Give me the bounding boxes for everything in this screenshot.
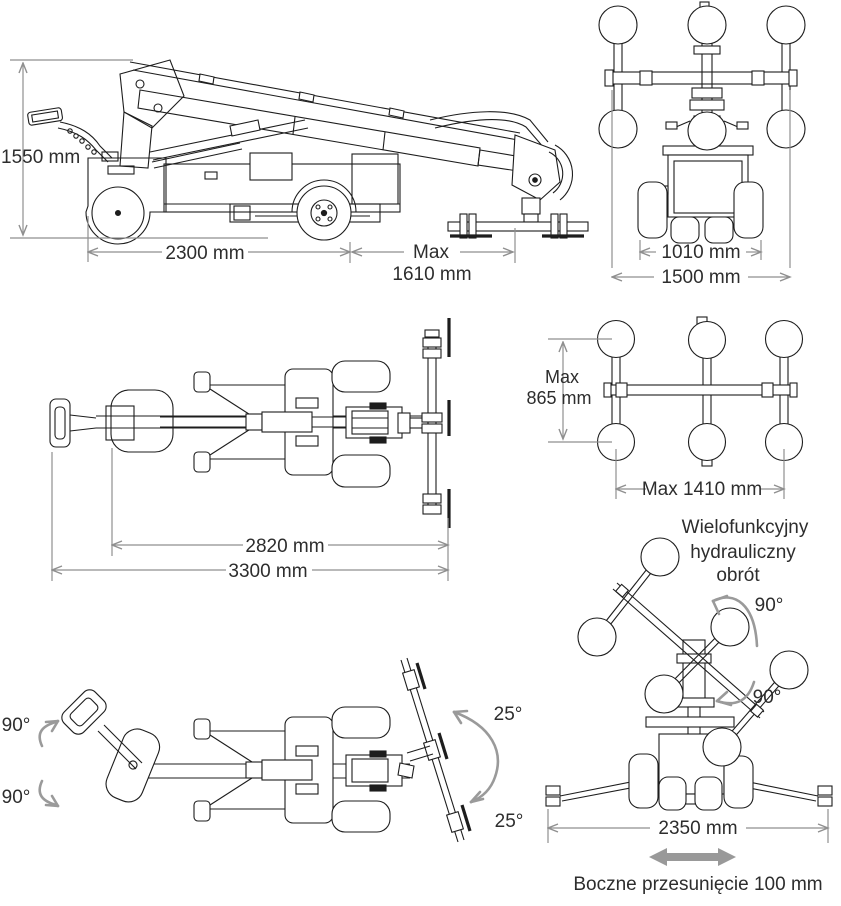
rotation-view: Wielofunkcyjny hydrauliczny obrót: [545, 517, 833, 895]
dim-reach-label: 1610 mm: [392, 264, 471, 285]
front-view: 1010 mm 1500 mm: [598, 1, 806, 288]
top-view-machine-drawing: [49, 318, 451, 528]
side-view-steering-handle: [27, 107, 119, 163]
side-view-front-wheel: [91, 186, 145, 240]
rotation-machine-drawing: [545, 537, 833, 811]
rotation-caption-line3: obrót: [716, 565, 760, 586]
top-view: 2820 mm 3300 mm: [49, 318, 451, 582]
front-view-wheels: [637, 181, 764, 244]
side-view-rear-wheel: [296, 185, 352, 241]
suction-frame-view: Max 865 mm Max 1410 mm: [526, 316, 804, 500]
suction-frame-cups: [596, 319, 804, 462]
dim-reach-prefix-label: Max: [413, 242, 449, 263]
side-view-dimensions: 1550 mm 2300 mm Max 1610 mm: [1, 59, 516, 285]
side-view: 1550 mm 2300 mm Max 1610 mm: [1, 59, 589, 285]
suction-frame-dimensions: Max 865 mm Max 1410 mm: [526, 338, 786, 500]
tilted-suction-bar: [400, 657, 472, 843]
dim-frame-height-label: 865 mm: [526, 388, 591, 408]
handle-angle-down-label: 90°: [2, 787, 31, 808]
dim-frame-width-label: Max 1410 mm: [642, 479, 762, 500]
rotation-arrows: [711, 594, 759, 707]
handle-angle-up-label: 90°: [2, 715, 31, 736]
dim-frame-height-prefix-label: Max: [545, 367, 579, 387]
steering-arrows: [38, 709, 500, 808]
steering-handle-rotated: [61, 689, 143, 770]
rotation-angle-upper-label: 90°: [755, 595, 784, 616]
frame-angle-up-label: 25°: [494, 704, 523, 725]
side-shift-label: Boczne przesunięcie 100 mm: [573, 874, 822, 895]
side-view-machine-drawing: [27, 59, 589, 245]
rotation-caption-line2: hydrauliczny: [690, 542, 796, 563]
dim-chassis-length-label: 2820 mm: [245, 536, 324, 557]
side-shift-arrow-icon: [649, 848, 736, 866]
rotated-suction-frame: [577, 537, 809, 767]
steering-machine-drawing: [61, 657, 472, 843]
dim-wheel-track-label: 1010 mm: [661, 242, 740, 263]
frame-angle-down-label: 25°: [495, 811, 524, 832]
top-view-dimensions: 2820 mm 3300 mm: [52, 448, 450, 582]
front-view-machine-drawing: [598, 1, 806, 244]
rotation-caption-line1: Wielofunkcyjny: [682, 517, 809, 538]
suction-frame-drawing: [596, 316, 804, 467]
top-view-suction-bar: [421, 318, 451, 528]
side-view-rotation-head: [447, 134, 589, 239]
front-view-suction-cups: [598, 5, 806, 151]
dim-height-label: 1550 mm: [1, 147, 80, 168]
dim-length-label: 2300 mm: [165, 243, 244, 264]
front-view-dimensions: 1010 mm 1500 mm: [612, 90, 792, 288]
rotation-angle-lower-label: 90°: [753, 687, 782, 708]
dim-support-width-label: 2350 mm: [658, 818, 737, 839]
rotation-view-wheels: [628, 753, 754, 811]
rotation-view-dimensions: 2350 mm Boczne przesunięcie 100 mm: [548, 809, 830, 895]
dim-overall-width-label: 1500 mm: [661, 267, 740, 288]
dim-overall-length-label: 3300 mm: [228, 561, 307, 582]
steering-view: 90° 90° 25° 25°: [2, 657, 524, 843]
